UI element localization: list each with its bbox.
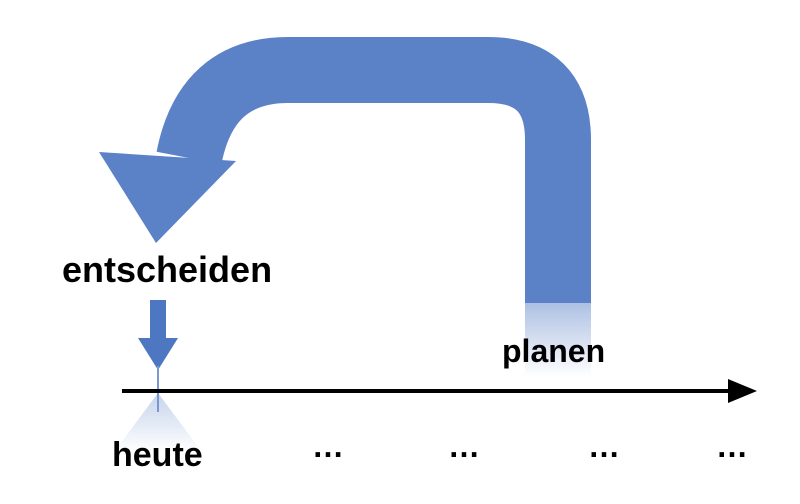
plan-label: planen: [502, 333, 606, 369]
loop-arrow-reflection: [525, 303, 591, 377]
small-down-arrow: [138, 300, 178, 370]
today-label: heute: [112, 436, 203, 474]
loop-arrow-shaft: [156, 36, 591, 303]
timeline-dot: …: [448, 428, 480, 464]
timeline-dot: …: [588, 428, 620, 464]
timeline-arrowhead: [728, 379, 757, 403]
small-down-arrow-shaft: [150, 300, 166, 340]
timeline-dot: …: [716, 428, 748, 464]
loop-arrowhead: [99, 152, 236, 243]
small-down-arrow-head: [138, 338, 178, 370]
today-reflection: [114, 393, 202, 452]
timeline-dot: …: [312, 428, 344, 464]
decide-label: entscheiden: [62, 249, 273, 290]
